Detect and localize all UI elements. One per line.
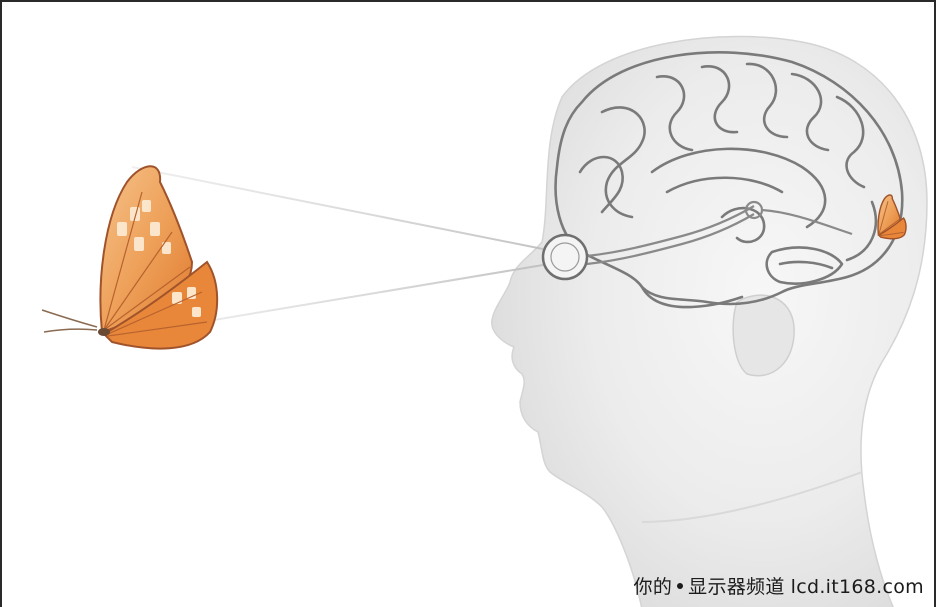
watermark-brand-right: 显示器频道 xyxy=(688,576,785,598)
watermark: 你的显示器频道 lcd.it168.com xyxy=(634,572,924,599)
watermark-site: lcd.it168.com xyxy=(791,576,924,598)
butterfly-icon xyxy=(42,166,217,348)
eye-lens-icon xyxy=(543,235,587,279)
bullet-dot-icon xyxy=(677,583,683,589)
watermark-brand-left: 你的 xyxy=(634,576,673,598)
